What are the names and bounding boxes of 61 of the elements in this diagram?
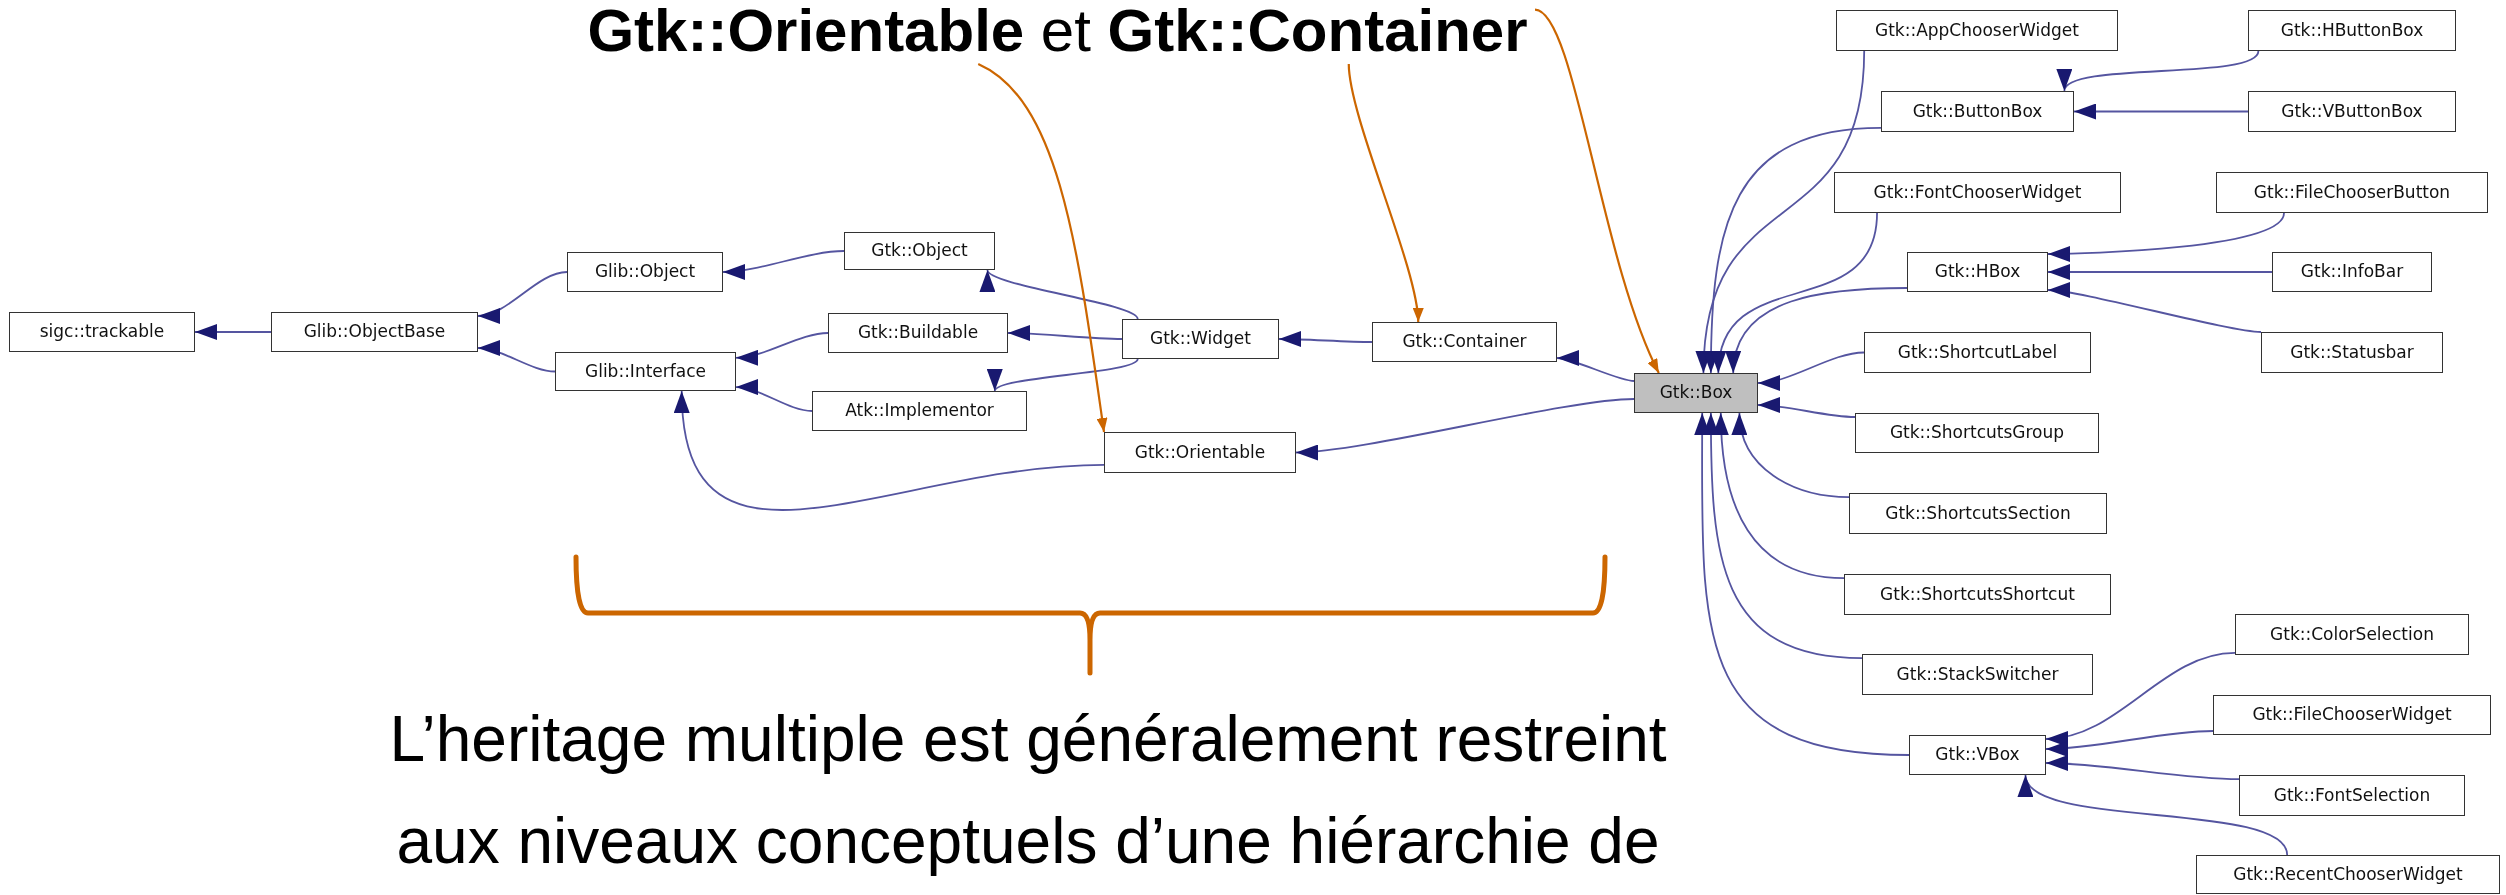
class-box: Gtk::FontSelection — [2239, 775, 2465, 816]
class-box: Gtk::Statusbar — [2261, 332, 2443, 373]
class-box: Gtk::FileChooserWidget — [2213, 695, 2491, 735]
inheritance-arrow — [1556, 352, 1635, 382]
inheritance-arrow — [2047, 212, 2285, 262]
inheritance-arrow — [1697, 50, 1866, 374]
inheritance-arrow — [1713, 412, 1845, 579]
class-box: Gtk::ShortcutsShortcut — [1844, 574, 2111, 615]
inheritance-arrow — [722, 250, 845, 280]
class-box: Gtk::InfoBar — [2272, 252, 2432, 292]
inheritance-arrow — [735, 380, 813, 412]
class-box: Gtk::Buildable — [828, 313, 1008, 353]
inheritance-arrow — [477, 271, 568, 322]
inheritance-arrow — [2047, 283, 2262, 333]
class-box: Gtk::RecentChooserWidget — [2196, 855, 2500, 894]
annotation-arrow — [1534, 8, 1660, 374]
inheritance-arrow — [1757, 397, 1856, 418]
inheritance-arrow — [2073, 103, 2249, 120]
class-box: Gtk::ShortcutsSection — [1849, 493, 2107, 534]
highlighted-class-box: Gtk::Box — [1634, 373, 1758, 413]
class-box: Glib::Object — [567, 252, 723, 292]
annotation-arrow — [977, 63, 1108, 433]
class-box: Gtk::ShortcutLabel — [1864, 332, 2091, 373]
class-box: Gtk::FontChooserWidget — [1834, 172, 2121, 213]
inheritance-arrow — [1278, 331, 1373, 348]
class-box: Gtk::ButtonBox — [1881, 91, 2074, 132]
class-box: Atk::Implementor — [812, 391, 1027, 431]
inheritance-arrow — [1295, 398, 1635, 460]
class-box: Gtk::Widget — [1122, 319, 1279, 359]
inheritance-arrow — [1727, 287, 1908, 374]
inheritance-arrow — [735, 332, 829, 365]
inheritance-arrow — [1007, 325, 1123, 342]
annotation-arrow — [1347, 63, 1423, 323]
class-box: Gtk::FileChooserButton — [2216, 172, 2488, 213]
class-box: Gtk::Orientable — [1104, 432, 1296, 473]
class-box: Gtk::Object — [844, 232, 995, 270]
note-text: L’heritage multiple est généralement restreint aux niveaux conceptuels d’une hiérarchie de — [388, 702, 1668, 879]
class-box: Gtk::Container — [1372, 322, 1557, 362]
class-box: Glib::ObjectBase — [271, 312, 478, 352]
class-box: Gtk::AppChooserWidget — [1836, 10, 2118, 51]
inheritance-arrow — [1733, 412, 1850, 498]
class-box: Gtk::ColorSelection — [2235, 614, 2469, 655]
inheritance-arrow — [1713, 212, 1878, 374]
inheritance-arrow — [477, 341, 556, 373]
inheritance-arrow — [675, 390, 1105, 511]
class-box: Gtk::VBox — [1909, 735, 2046, 775]
inheritance-arrow — [2047, 264, 2273, 280]
annotation-text: Gtk::Orientable et Gtk::Container — [580, 0, 1535, 64]
class-box: Glib::Interface — [555, 352, 736, 391]
inheritance-arrow — [1694, 412, 1910, 756]
inheritance-arrow — [2045, 652, 2236, 745]
class-box: Gtk::HButtonBox — [2248, 10, 2456, 51]
inheritance-arrow — [1757, 351, 1865, 390]
inheritance-arrow — [2045, 730, 2214, 757]
class-box: Gtk::ShortcutsGroup — [1855, 413, 2099, 453]
class-box: Gtk::StackSwitcher — [1862, 654, 2093, 695]
inheritance-arrow — [194, 324, 272, 340]
class-box: sigc::trackable — [9, 312, 195, 352]
class-box: Gtk::HBox — [1907, 252, 2048, 292]
inheritance-arrow — [2045, 755, 2240, 780]
class-box: Gtk::VButtonBox — [2248, 91, 2456, 132]
